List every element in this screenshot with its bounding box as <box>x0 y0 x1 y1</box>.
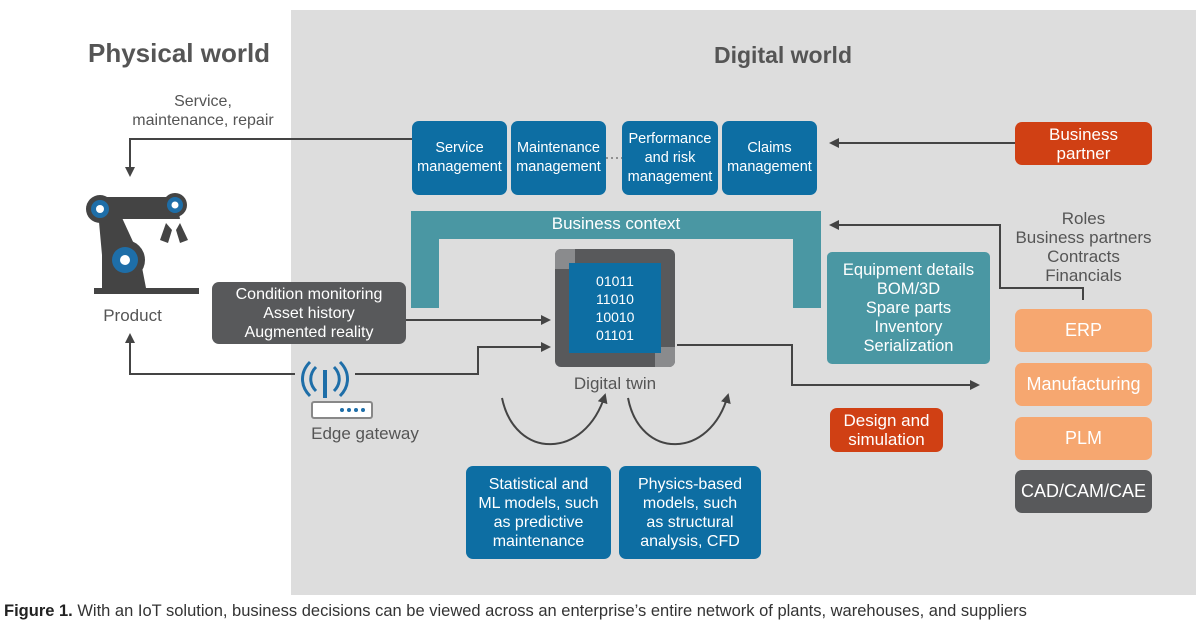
caption-prefix: Figure 1. <box>4 602 73 620</box>
equipment-details-box: Equipment details BOM/3D Spare parts Inv… <box>827 252 990 364</box>
performance-risk-management-box: Performance and risk management <box>622 121 718 195</box>
digital-twin-label: Digital twin <box>573 374 657 393</box>
physical-world-heading: Physical world <box>88 38 271 68</box>
physics-based-models-box: Physics-based models, such as structural… <box>619 466 761 559</box>
erp-box: ERP <box>1015 309 1152 352</box>
binary-row: 01011 <box>596 273 634 289</box>
maintenance-management-box: Maintenance management <box>511 121 606 195</box>
business-context-frame <box>411 211 821 308</box>
digital-twin-screen: 01011 11010 10010 01101 <box>569 263 661 353</box>
wifi-router-icon <box>301 360 373 419</box>
cad-cam-cae-box: CAD/CAM/CAE <box>1015 470 1152 513</box>
binary-row: 11010 <box>596 291 634 307</box>
digital-world-heading: Digital world <box>714 42 852 68</box>
business-context-label: Business context <box>551 214 681 233</box>
caption-text: With an IoT solution, business decisions… <box>72 602 1027 620</box>
roles-label: Roles Business partners Contracts Financ… <box>1015 209 1152 285</box>
business-partner-box: Business partner <box>1015 122 1152 165</box>
service-management-box: Service management <box>412 121 507 195</box>
robot-arm-icon <box>86 193 199 294</box>
edge-gateway-label: Edge gateway <box>311 424 419 443</box>
product-label: Product <box>103 306 162 325</box>
binary-row: 01101 <box>596 327 634 343</box>
statistical-ml-models-box: Statistical and ML models, such as predi… <box>466 466 611 559</box>
claims-management-box: Claims management <box>722 121 817 195</box>
service-arrow <box>125 138 412 177</box>
gateway-to-product-arrow <box>125 333 295 375</box>
feedback-curve-left <box>501 393 608 445</box>
twin-to-systems-arrow <box>677 344 980 390</box>
binary-row: 10010 <box>595 309 635 325</box>
figure-caption: Figure 1. With an IoT solution, business… <box>4 602 1027 621</box>
service-label: Service, maintenance, repair <box>132 93 274 129</box>
plm-box: PLM <box>1015 417 1152 460</box>
gateway-to-twin-arrow <box>355 342 551 375</box>
roles-arrow <box>829 220 1084 300</box>
manufacturing-box: Manufacturing <box>1015 363 1152 406</box>
digital-twin-frame: 01011 11010 10010 01101 <box>555 249 675 367</box>
design-simulation-box: Design and simulation <box>830 408 943 452</box>
condition-monitoring-box: Condition monitoring Asset history Augme… <box>212 282 406 344</box>
feedback-curve-right <box>627 393 731 445</box>
